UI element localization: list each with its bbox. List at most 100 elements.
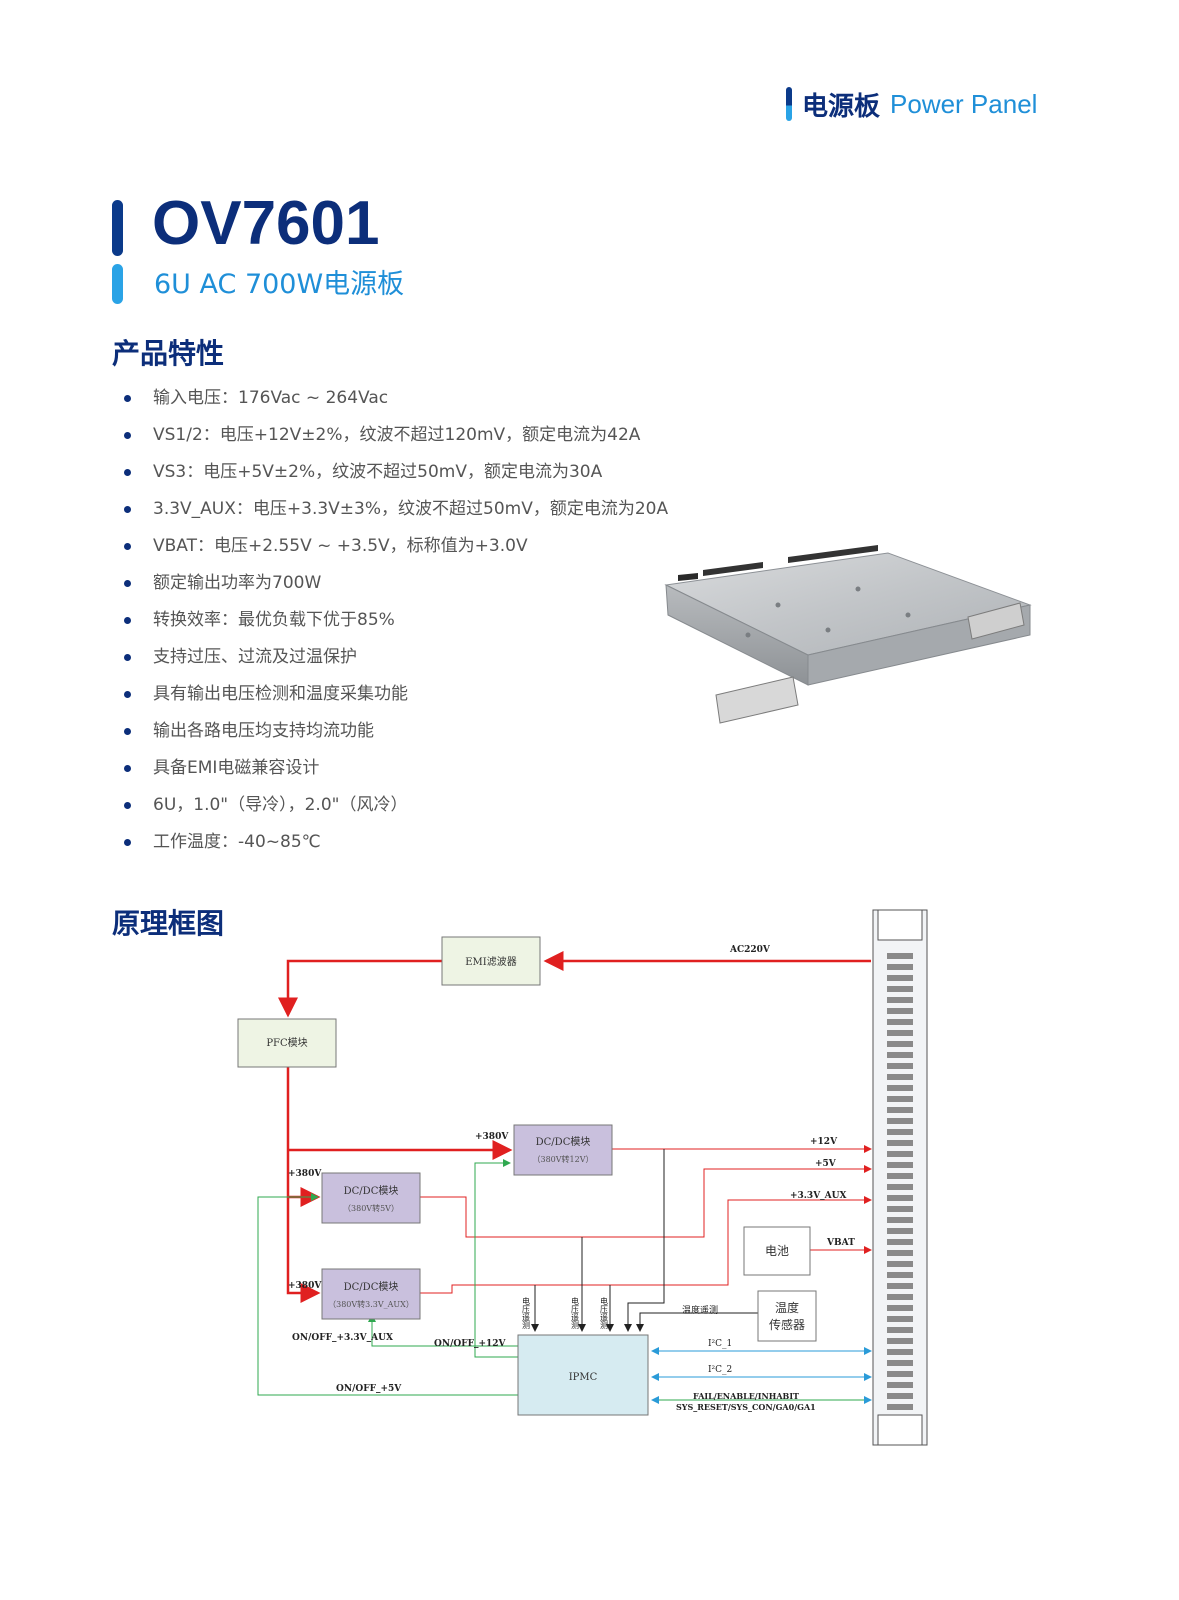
label-vbat: VBAT [826, 1238, 855, 1248]
bullet-icon [124, 432, 131, 439]
feature-item: 额定输出功率为700W [124, 569, 668, 606]
label-voltage-sense-3: 电压遥测 [600, 1296, 609, 1330]
connector-pin [887, 1074, 913, 1080]
feature-item: 输入电压：176Vac ~ 264Vac [124, 384, 668, 421]
connector-pin [887, 986, 913, 992]
header-category-cn: 电源板 [802, 91, 881, 122]
backplane-connector [872, 909, 928, 1446]
svg-text:PFC模块: PFC模块 [266, 1037, 307, 1049]
bullet-icon [124, 469, 131, 476]
product-photo [664, 545, 1032, 724]
bullet-icon [124, 395, 131, 402]
connector-pin [887, 1283, 913, 1289]
bullet-icon [124, 543, 131, 550]
connector-pin [887, 1393, 913, 1399]
connector-pin [887, 1140, 913, 1146]
dcdc-5v-block: DC/DC模块 （380V转5V） [321, 1172, 421, 1224]
svg-text:传感器: 传感器 [769, 1317, 805, 1332]
temp-sensor-block: 温度 传感器 [757, 1290, 817, 1342]
feature-item: 具备EMI电磁兼容设计 [124, 754, 668, 791]
header-accent-bar [786, 87, 792, 121]
ipmc-block: IPMC [517, 1334, 649, 1416]
svg-text:温度: 温度 [775, 1300, 799, 1315]
svg-text:EMI滤波器: EMI滤波器 [465, 955, 517, 968]
connector-pin [887, 1085, 913, 1091]
feature-list: 输入电压：176Vac ~ 264Vac VS1/2：电压+12V±2%，纹波不… [124, 384, 668, 865]
feature-item: 6U，1.0"（导冷），2.0"（风冷） [124, 791, 668, 828]
connector-pin [887, 1107, 913, 1113]
connector-pin [887, 1019, 913, 1025]
feature-item: 具有输出电压检测和温度采集功能 [124, 680, 668, 717]
section-header: 电源板 Power Panel [786, 86, 1037, 122]
connector-pin [887, 964, 913, 970]
connector-pin [887, 1052, 913, 1058]
diagram-heading: 原理框图 [112, 907, 225, 940]
connector-pin [887, 1382, 913, 1388]
connector-pin [887, 1305, 913, 1311]
svg-text:DC/DC模块: DC/DC模块 [344, 1185, 399, 1197]
connector-pin [887, 997, 913, 1003]
features-heading: 产品特性 [112, 337, 225, 370]
label-temp-sense: 温度遥测 [682, 1304, 718, 1316]
connector-pin [887, 1129, 913, 1135]
svg-text:（380V转12V）: （380V转12V） [532, 1154, 593, 1164]
connector-pin [887, 1404, 913, 1410]
connector-pin [887, 1041, 913, 1047]
connector-pin [887, 1316, 913, 1322]
connector-pin [887, 1371, 913, 1377]
connector-pin [887, 975, 913, 981]
feature-item: 支持过压、过流及过温保护 [124, 643, 668, 680]
label-380v-12: +380V [475, 1132, 509, 1142]
label-onoff-5v: ON/OFF_+5V [336, 1384, 402, 1394]
pfc-module-block: PFC模块 [237, 1018, 337, 1068]
bullet-icon [124, 728, 131, 735]
title-accent-bar-dark [112, 200, 123, 256]
feature-item: VBAT：电压+2.55V ~ +3.5V，标称值为+3.0V [124, 532, 668, 569]
connector-pin [887, 1261, 913, 1267]
label-onoff-12v: ON/OFF_+12V [434, 1339, 507, 1349]
connector-pin [887, 1294, 913, 1300]
feature-item: 转换效率：最优负载下优于85% [124, 606, 668, 643]
connector-pin [887, 1151, 913, 1157]
label-voltage-sense-1: 电压遥测 [522, 1296, 531, 1330]
connector-pin [887, 1327, 913, 1333]
label-5v: +5V [815, 1159, 837, 1169]
connector-pin [887, 1360, 913, 1366]
connector-pin [887, 1063, 913, 1069]
bullet-icon [124, 654, 131, 661]
svg-text:DC/DC模块: DC/DC模块 [536, 1136, 591, 1148]
label-380v-33: +380V [288, 1281, 322, 1291]
svg-text:（380V转3.3V_AUX）: （380V转3.3V_AUX） [328, 1299, 414, 1309]
connector-pin [887, 1338, 913, 1344]
connector-pin [887, 1173, 913, 1179]
svg-text:DC/DC模块: DC/DC模块 [344, 1281, 399, 1293]
connector-pin [887, 1030, 913, 1036]
connector-pin [887, 1250, 913, 1256]
connector-pin [887, 1228, 913, 1234]
connector-pin [887, 1349, 913, 1355]
label-signals-1: FAIL/ENABLE/INHABIT [693, 1391, 799, 1401]
label-signals-2: SYS_RESET/SYS_CON/GA0/GA1 [676, 1402, 816, 1412]
bullet-icon [124, 765, 131, 772]
svg-text:电池: 电池 [765, 1244, 789, 1258]
connector-pin [887, 953, 913, 959]
header-category-en: Power Panel [890, 88, 1038, 119]
emi-filter-block: EMI滤波器 [441, 936, 541, 986]
bullet-icon [124, 506, 131, 513]
label-i2c-2: I²C_2 [708, 1365, 732, 1375]
connector-pin [887, 1272, 913, 1278]
connector-pin [887, 1217, 913, 1223]
bullet-icon [124, 839, 131, 846]
title-accent-bar-light [112, 264, 123, 304]
feature-item: VS3：电压+5V±2%，纹波不超过50mV，额定电流为30A [124, 458, 668, 495]
bullet-icon [124, 802, 131, 809]
connector-pin [887, 1206, 913, 1212]
feature-item: VS1/2：电压+12V±2%，纹波不超过120mV，额定电流为42A [124, 421, 668, 458]
connector-pin [887, 1008, 913, 1014]
connector-pin [887, 1118, 913, 1124]
dcdc-33aux-block: DC/DC模块 （380V转3.3V_AUX） [321, 1268, 421, 1320]
bullet-icon [124, 580, 131, 587]
label-12v: +12V [810, 1137, 838, 1147]
label-voltage-sense-2: 电压遥测 [571, 1296, 580, 1330]
battery-block: 电池 [743, 1226, 811, 1276]
